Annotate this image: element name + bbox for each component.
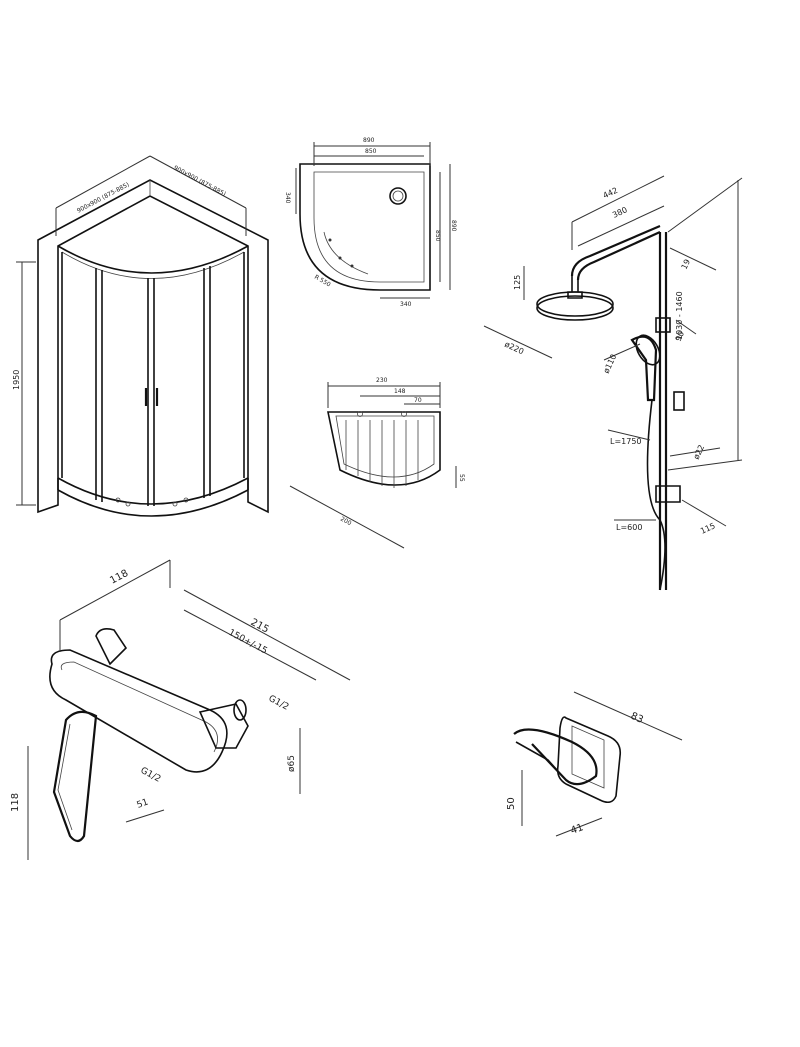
tray-inner-height-label: 850 — [434, 230, 441, 242]
basket-width2-label: 148 — [394, 388, 406, 395]
mixer-offset-label: 51 — [136, 798, 150, 811]
shower-pipe-label: ø22 — [692, 443, 707, 460]
mixer-thread2-label: G1/2 — [139, 766, 163, 785]
mixer-thread1-label: G1/2 — [267, 694, 291, 713]
shower-arm-label: 442 — [602, 186, 620, 201]
hook-height-label: 50 — [506, 797, 517, 810]
shower-bar-label: 19 — [680, 258, 692, 271]
shower-hand-label: ø110 — [602, 353, 619, 375]
shower-head-label: ø220 — [503, 340, 525, 357]
enclosure-depth-label: 900x900 (875-885) — [172, 164, 227, 197]
tray-corner-label: 340 — [284, 192, 291, 204]
tray-bottom-label: 340 — [400, 301, 412, 308]
mixer-diam-label: ø65 — [287, 755, 297, 772]
shower-bottom-label: 115 — [699, 521, 717, 536]
mixer-width-label: 215 — [249, 617, 271, 636]
enclosure-height-label: 1950 — [12, 370, 21, 390]
shower-tray-drawing: 890 850 850 890 340 340 R 550 — [284, 137, 457, 308]
shower-hose-label: L=1750 — [610, 437, 642, 446]
basket-width-label: 230 — [376, 377, 388, 384]
mixer-height-label: 118 — [10, 793, 21, 812]
robe-hook-drawing: 83 50 41 — [506, 691, 683, 837]
enclosure-width-label: 900x900 (875-885) — [76, 181, 131, 214]
shower-column-drawing: 442 380 125 ø220 19 ø110 90 1030 - 1460 … — [483, 175, 743, 591]
tray-outer-width-label: 890 — [363, 137, 375, 144]
shower-hose2-label: L=600 — [616, 523, 642, 532]
shower-slide-label: 90 — [674, 330, 686, 343]
hook-width-label: 83 — [629, 711, 645, 726]
tray-radius-label: R 550 — [313, 274, 332, 289]
basket-height-label: 55 — [458, 474, 465, 482]
shower-enclosure-drawing: 900x900 (875-885) 900x900 (875-885) 1950 — [12, 155, 269, 517]
tray-outer-height-label: 890 — [450, 220, 457, 232]
shower-rail-label: 1030 - 1460 — [675, 291, 684, 340]
shower-top-label: 125 — [513, 275, 522, 290]
corner-basket-drawing: 230 148 70 200 55 — [289, 377, 465, 549]
basket-depth-label: 200 — [339, 516, 353, 528]
mixer-drawing: 118 215 150+/-15 G1/2 G1/2 ø65 51 118 — [10, 559, 351, 860]
basket-width3-label: 70 — [414, 397, 422, 404]
tray-inner-width-label: 850 — [365, 148, 377, 155]
hook-depth-label: 41 — [569, 822, 585, 837]
shower-arm2-label: 380 — [611, 205, 629, 220]
